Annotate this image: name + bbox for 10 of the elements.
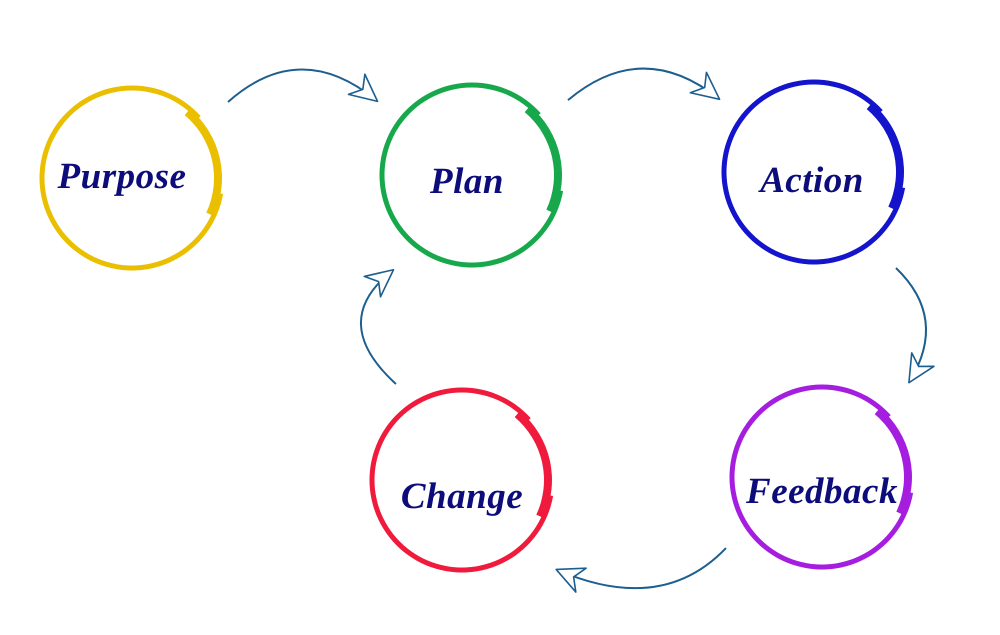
curved-arrow: [555, 547, 727, 592]
step-label: Purpose: [58, 154, 186, 198]
curved-arrow: [227, 68, 378, 103]
curved-arrow: [895, 267, 934, 384]
step-label: Change: [400, 474, 524, 518]
curved-arrow: [360, 268, 397, 385]
step-label: Feedback: [746, 470, 898, 512]
step-label: Action: [760, 158, 864, 202]
step-label: Plan: [430, 160, 504, 202]
curved-arrow: [567, 68, 720, 101]
